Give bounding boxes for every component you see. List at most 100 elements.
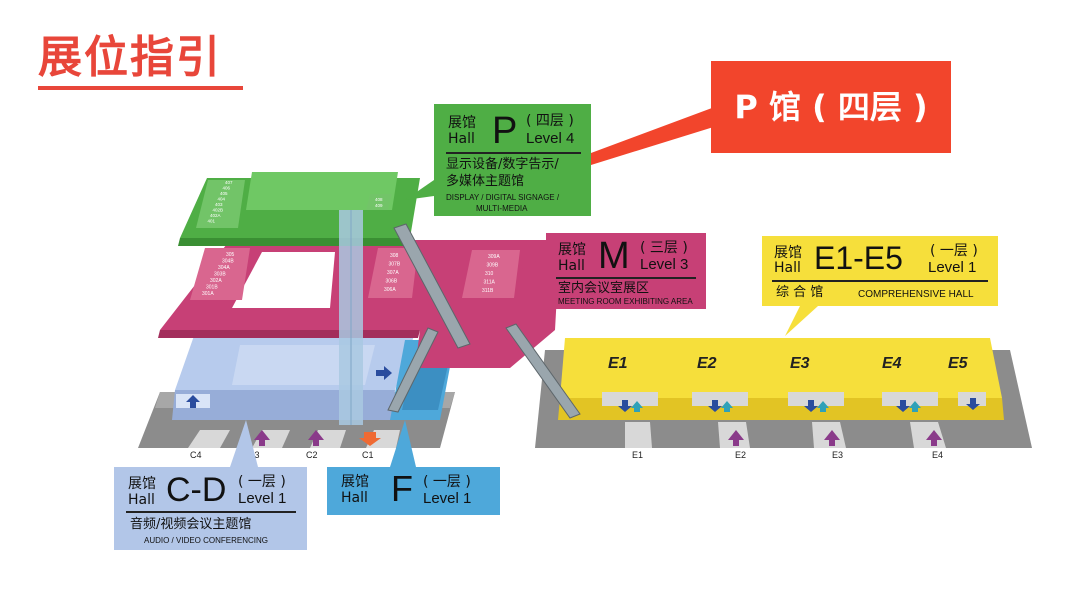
booth-label-m-310: 310 — [485, 271, 494, 277]
booth-label-m-306B: 306B — [386, 279, 398, 285]
e-section-label-E2: E2 — [697, 355, 717, 372]
entrance-label-E1: E1 — [632, 450, 643, 460]
hall-m-front — [158, 330, 420, 338]
sign-hall-m: 展馆 Hall M ( 三层 ) Level 3 室内会议室展区 MEETING… — [546, 233, 706, 309]
sign-e-hall-en: Hall — [774, 260, 801, 276]
entrance-label-E3: E3 — [832, 450, 843, 460]
callout-pointer-p — [591, 105, 720, 165]
booth-label-p-402A: 402A — [210, 213, 221, 218]
sign-hall-e: 展馆 Hall E1-E5 ( 一层 ) Level 1 综 合 馆 COMPR… — [762, 236, 998, 306]
sign-e-letter: E1-E5 — [814, 240, 903, 276]
booth-label-p-404: 404 — [218, 197, 226, 202]
escalator-middle — [387, 327, 439, 413]
sign-p-level-en: Level 4 — [526, 130, 575, 147]
entrance-labels: C4C3C2C1E1E2E3E4 — [190, 450, 943, 460]
booth-label-m-304A: 304A — [218, 265, 230, 271]
sign-hall-f: 展馆 Hall F ( 一层 ) Level 1 — [327, 467, 500, 515]
entrance-c1-arrow — [359, 432, 381, 446]
page-title-underline — [38, 86, 243, 90]
sign-p-desc-zh-1: 显示设备/数字告示/ — [446, 157, 559, 172]
booth-label-m-306A: 306A — [384, 287, 396, 293]
booth-label-p-409: 409 — [375, 203, 383, 208]
sign-m-level-en: Level 3 — [640, 256, 689, 273]
hall-p-inner — [246, 172, 398, 210]
booth-label-p-401: 401 — [208, 219, 216, 224]
sign-m-desc-zh: 室内会议室展区 — [558, 281, 650, 296]
sign-e-desc-zh: 综 合 馆 — [776, 285, 824, 300]
page-title: 展位指引 — [38, 32, 222, 83]
booth-label-m-302A: 302A — [210, 278, 222, 284]
sign-f-level-en: Level 1 — [423, 490, 472, 507]
hall-p-front — [178, 238, 410, 246]
sign-f-pointer — [390, 420, 416, 467]
direction-arrows — [186, 366, 980, 412]
hall-p-booth-right — [366, 194, 392, 210]
sign-hall-cd: 展馆 Hall C-D ( 一层 ) Level 1 音频/视频会议主题馆 AU… — [114, 467, 307, 550]
booth-label-m-311A: 311A — [484, 280, 496, 286]
hall-m-cutout — [232, 252, 335, 308]
sign-e-level-en: Level 1 — [928, 259, 977, 276]
hall-p-booth-left — [196, 180, 245, 228]
sign-m-zh-label: 展馆 — [558, 242, 586, 258]
hall-e-block — [560, 338, 1002, 398]
sign-cd-desc-en: AUDIO / VIDEO CONFERENCING — [144, 536, 269, 545]
booth-label-p-405: 405 — [220, 191, 228, 196]
sign-cd-level-en: Level 1 — [238, 490, 287, 507]
booth-label-m-307A: 307A — [387, 270, 399, 276]
booth-label-m-304B: 304B — [222, 259, 234, 265]
sign-cd-zh-label: 展馆 — [128, 476, 156, 492]
sign-cd-divider — [126, 511, 296, 513]
sign-p-desc-zh-2: 多媒体主题馆 — [446, 174, 525, 189]
sign-m-divider — [556, 277, 696, 279]
direction-arrows-teal — [631, 401, 921, 412]
sign-m-desc-en: MEETING ROOM EXHIBITING AREA — [558, 297, 693, 306]
escalator-upper — [393, 223, 471, 349]
entrance-label-E4: E4 — [932, 450, 943, 460]
booth-label-m-308: 308 — [390, 253, 399, 259]
booth-label-p-402B: 402B — [213, 208, 224, 213]
hall-e-entry-boxes — [602, 392, 986, 406]
sign-f-letter: F — [391, 468, 413, 509]
sign-cd-letter: C-D — [166, 471, 227, 509]
e-section-label-E3: E3 — [790, 355, 810, 372]
booth-label-m-311B: 311B — [482, 288, 494, 294]
sign-m-hall-en: Hall — [558, 258, 585, 274]
booth-label-p-406: 406 — [223, 186, 231, 191]
sign-p-desc-en-1: DISPLAY / DIGITAL SIGNAGE / — [446, 193, 560, 202]
entrance-label-C4: C4 — [190, 450, 202, 460]
entrance-arrows — [254, 430, 942, 446]
sign-cd-pointer — [230, 420, 258, 467]
callout-hall-p-level: P 馆 ( 四层 ) — [711, 61, 951, 153]
hall-m-booth-left — [190, 248, 250, 300]
sign-m-level-zh: ( 三层 ) — [640, 240, 688, 256]
sign-f-hall-en: Hall — [341, 490, 368, 506]
sign-p-divider — [446, 152, 581, 154]
booth-label-m-303B: 303B — [214, 272, 226, 278]
sign-f-zh-label: 展馆 — [341, 474, 369, 490]
sign-p-hall-en: Hall — [448, 131, 475, 147]
sign-p-pointer — [405, 180, 434, 200]
entrance-label-C2: C2 — [306, 450, 318, 460]
booth-label-m-301B: 301B — [206, 285, 218, 291]
booth-label-p-403: 403 — [215, 202, 223, 207]
escalator-east — [505, 323, 581, 419]
booth-label-m-305: 305 — [226, 252, 235, 258]
sign-hall-p: 展馆 Hall P ( 四层 ) Level 4 显示设备/数字告示/ 多媒体主… — [434, 104, 591, 216]
sign-m-letter: M — [598, 235, 630, 277]
sign-cd-level-zh: ( 一层 ) — [238, 474, 286, 490]
sign-f-level-zh: ( 一层 ) — [423, 474, 471, 490]
entrance-label-E2: E2 — [735, 450, 746, 460]
sign-e-divider — [772, 280, 988, 282]
sign-p-letter: P — [492, 110, 518, 152]
sign-e-zh-label: 展馆 — [774, 245, 802, 261]
e-section-label-E5: E5 — [948, 355, 969, 372]
sign-p-zh-label: 展馆 — [448, 115, 476, 131]
booth-label-m-307B: 307B — [389, 262, 401, 268]
booth-label-m-309B: 309B — [487, 263, 499, 269]
sign-e-desc-en: COMPREHENSIVE HALL — [858, 289, 974, 300]
hall-m-booth-mid — [368, 248, 418, 298]
sign-cd-desc-zh: 音频/视频会议主题馆 — [130, 517, 252, 532]
booth-label-p-407: 407 — [225, 180, 233, 185]
